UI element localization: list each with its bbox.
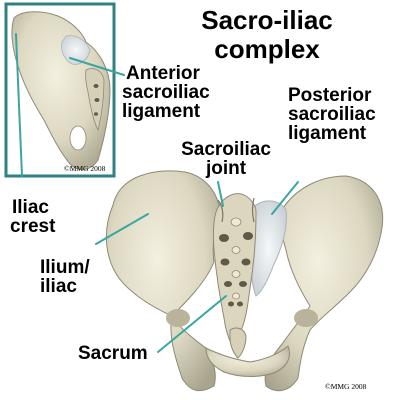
- label-iliac-crest: Iliac crest: [10, 198, 55, 236]
- label-sacrum: Sacrum: [78, 344, 148, 363]
- leader-iliac-crest: [15, 33, 23, 177]
- joint-line-1: Sacroiliac: [181, 139, 271, 160]
- sacroiliac-joint-edge: [217, 197, 255, 223]
- label-sacroiliac-joint: Sacroiliac joint: [172, 140, 280, 178]
- ilium-line-2: iliac: [40, 276, 77, 297]
- title-line-2: complex: [214, 34, 320, 64]
- diagram-title: Sacro-iliac complex: [178, 6, 356, 64]
- posterior-line-1: Posterior: [288, 85, 372, 106]
- ilium-line-1: Ilium/: [40, 257, 90, 278]
- leader-anterior-ligament: [69, 57, 125, 76]
- leader-ilium: [95, 213, 149, 245]
- sacrum-line-1: Sacrum: [78, 343, 148, 364]
- label-ilium: Ilium/ iliac: [40, 258, 90, 296]
- joint-line-2: joint: [205, 158, 247, 179]
- anterior-line-2: sacroiliac: [122, 82, 210, 103]
- copyright-main: ©MMG 2008: [325, 382, 367, 391]
- sacral-crest: [230, 217, 242, 300]
- leader-sacrum: [157, 295, 227, 353]
- leader-lines: [15, 33, 299, 353]
- left-acetabulum: [166, 309, 190, 327]
- pelvis-main: [105, 170, 384, 392]
- anterior-line-1: Anterior: [126, 63, 200, 84]
- inset-panel: [4, 2, 116, 178]
- leader-sacroiliac-joint: [217, 181, 224, 207]
- copyright-inset: ©MMG 2008: [64, 164, 106, 173]
- right-ilium: [264, 175, 384, 392]
- right-acetabulum: [294, 309, 318, 327]
- anterior-line-3: ligament: [122, 101, 201, 122]
- title-line-1: Sacro-iliac: [201, 5, 333, 35]
- pubic-arch: [205, 345, 290, 377]
- sacral-foramina: [219, 232, 253, 307]
- label-posterior-sacroiliac-ligament: Posterior sacroiliac ligament: [288, 86, 376, 143]
- left-ilium: [105, 170, 221, 392]
- posterior-line-2: sacroiliac: [288, 104, 376, 125]
- inset-foramina: [93, 84, 100, 116]
- label-anterior-sacroiliac-ligament: Anterior sacroiliac ligament: [122, 64, 210, 121]
- crest-line-2: crest: [10, 216, 56, 237]
- crest-line-1: Iliac: [12, 197, 49, 218]
- posterior-line-3: ligament: [288, 123, 367, 144]
- coccyx: [229, 327, 247, 359]
- leader-posterior-ligament: [271, 181, 299, 215]
- inset-obturator: [69, 125, 87, 151]
